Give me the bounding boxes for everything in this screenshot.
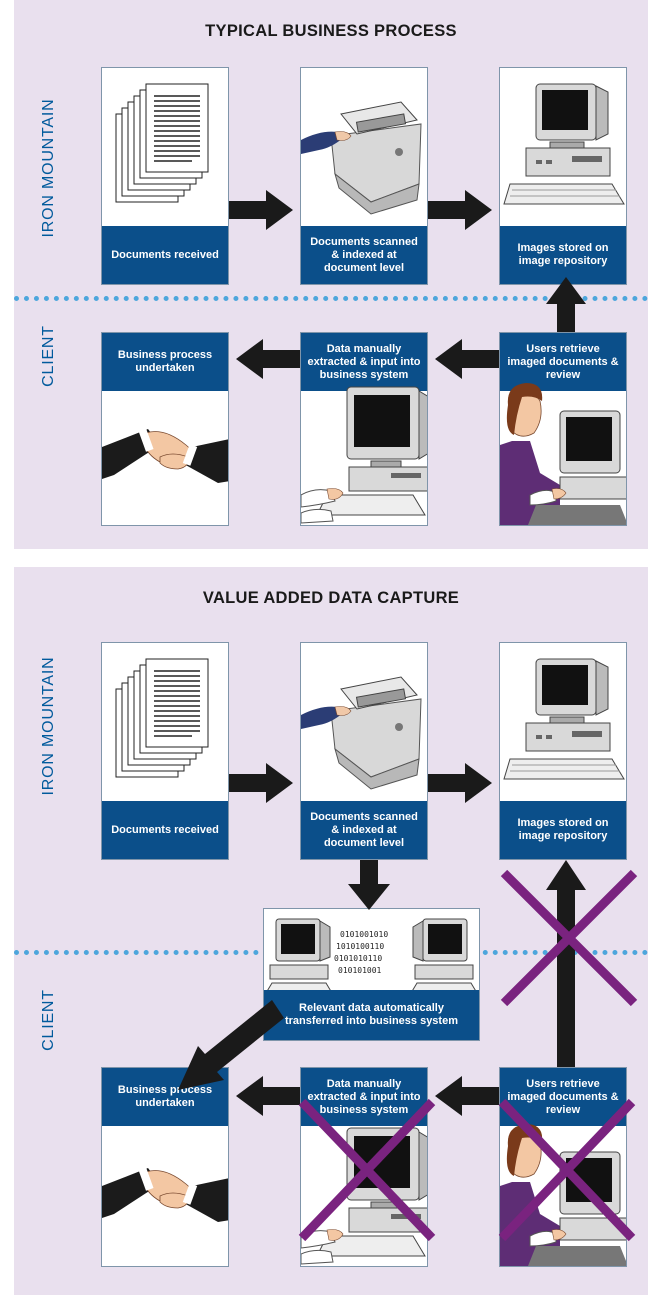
divider-line	[14, 296, 648, 301]
card-label: Relevant data automatically transferred …	[264, 990, 479, 1040]
card-data-manually-extracted: Data manually extracted & input into bus…	[300, 1067, 428, 1267]
panel-title: VALUE ADDED DATA CAPTURE	[202, 589, 460, 607]
handshake-icon	[102, 1166, 228, 1223]
card-data-manually-extracted: Data manually extracted & input into bus…	[300, 332, 428, 526]
binary-text: 0101001010	[340, 930, 388, 939]
documents-icon	[115, 658, 209, 778]
binary-text: 1010100110	[336, 942, 384, 951]
card-label: Images stored on image repository	[500, 801, 626, 859]
card-users-retrieve: Users retrieve imaged documents & review	[499, 332, 627, 526]
card-relevant-data-transferred: 0101001010 1010100110 0101010110 0101010…	[263, 908, 480, 1041]
binary-text: 0101010110	[334, 954, 382, 963]
documents-icon	[115, 83, 209, 203]
computer-icon	[503, 83, 625, 205]
card-business-process: Business process undertaken	[101, 332, 229, 526]
card-label: Documents scanned & indexed at document …	[301, 801, 427, 859]
computer-icon	[503, 658, 625, 780]
card-documents-received: Documents received	[101, 642, 229, 860]
card-images-stored: Images stored on image repository	[499, 67, 627, 285]
side-label-client: CLIENT	[40, 325, 57, 387]
user-at-computer-icon	[500, 1123, 626, 1266]
handshake-icon	[102, 427, 228, 484]
card-documents-received: Documents received	[101, 67, 229, 285]
card-label: Data manually extracted & input into bus…	[301, 333, 427, 391]
card-documents-scanned: Documents scanned & indexed at document …	[300, 67, 428, 285]
scanner-icon	[301, 676, 422, 790]
card-business-process: Business process undertaken	[101, 1067, 229, 1267]
card-users-retrieve: Users retrieve imaged documents & review	[499, 1067, 627, 1267]
card-label: Business process undertaken	[102, 333, 228, 391]
computer-icon	[301, 386, 427, 524]
scanner-icon	[301, 101, 422, 215]
side-label-iron-mountain: IRON MOUNTAIN	[40, 98, 57, 238]
card-label: Documents received	[102, 226, 228, 284]
card-label: Business process undertaken	[102, 1068, 228, 1126]
card-documents-scanned: Documents scanned & indexed at document …	[300, 642, 428, 860]
card-label: Users retrieve imaged documents & review	[500, 333, 626, 391]
card-label: Documents scanned & indexed at document …	[301, 226, 427, 284]
data-transfer-icon: 0101001010 1010100110 0101010110 0101010…	[265, 918, 478, 993]
user-at-computer-icon	[500, 382, 626, 525]
binary-text: 010101001	[338, 966, 382, 975]
computer-icon	[301, 1127, 427, 1265]
card-label: Documents received	[102, 801, 228, 859]
card-label: Data manually extracted & input into bus…	[301, 1068, 427, 1126]
card-label: Images stored on image repository	[500, 226, 626, 284]
card-images-stored: Images stored on image repository	[499, 642, 627, 860]
side-label-iron-mountain: IRON MOUNTAIN	[40, 656, 57, 796]
side-label-client: CLIENT	[40, 989, 57, 1051]
panel-title: TYPICAL BUSINESS PROCESS	[205, 22, 457, 40]
